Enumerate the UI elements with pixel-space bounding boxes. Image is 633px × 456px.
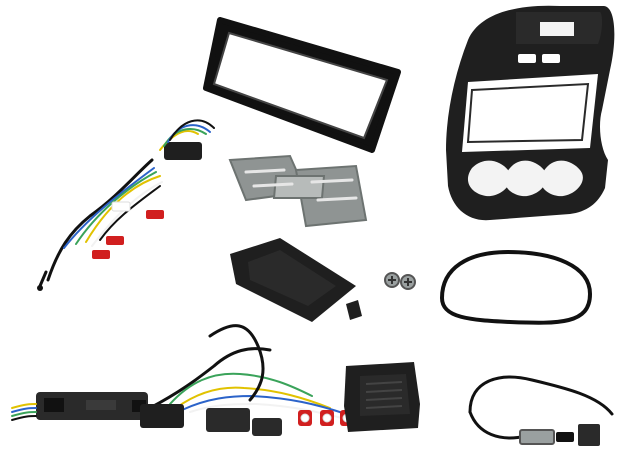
interface-module [36,392,148,420]
rubber-band [439,249,593,325]
screws [384,272,416,290]
usb-pocket [344,362,420,432]
mounting-brackets [228,154,368,228]
wiring-harness [37,119,215,291]
trim-frame [203,17,401,153]
connectors [140,404,354,436]
fascia-panel [446,5,615,221]
pocket-tray [230,238,362,322]
bottom-harness [11,324,351,421]
antenna-adapter [468,375,614,446]
